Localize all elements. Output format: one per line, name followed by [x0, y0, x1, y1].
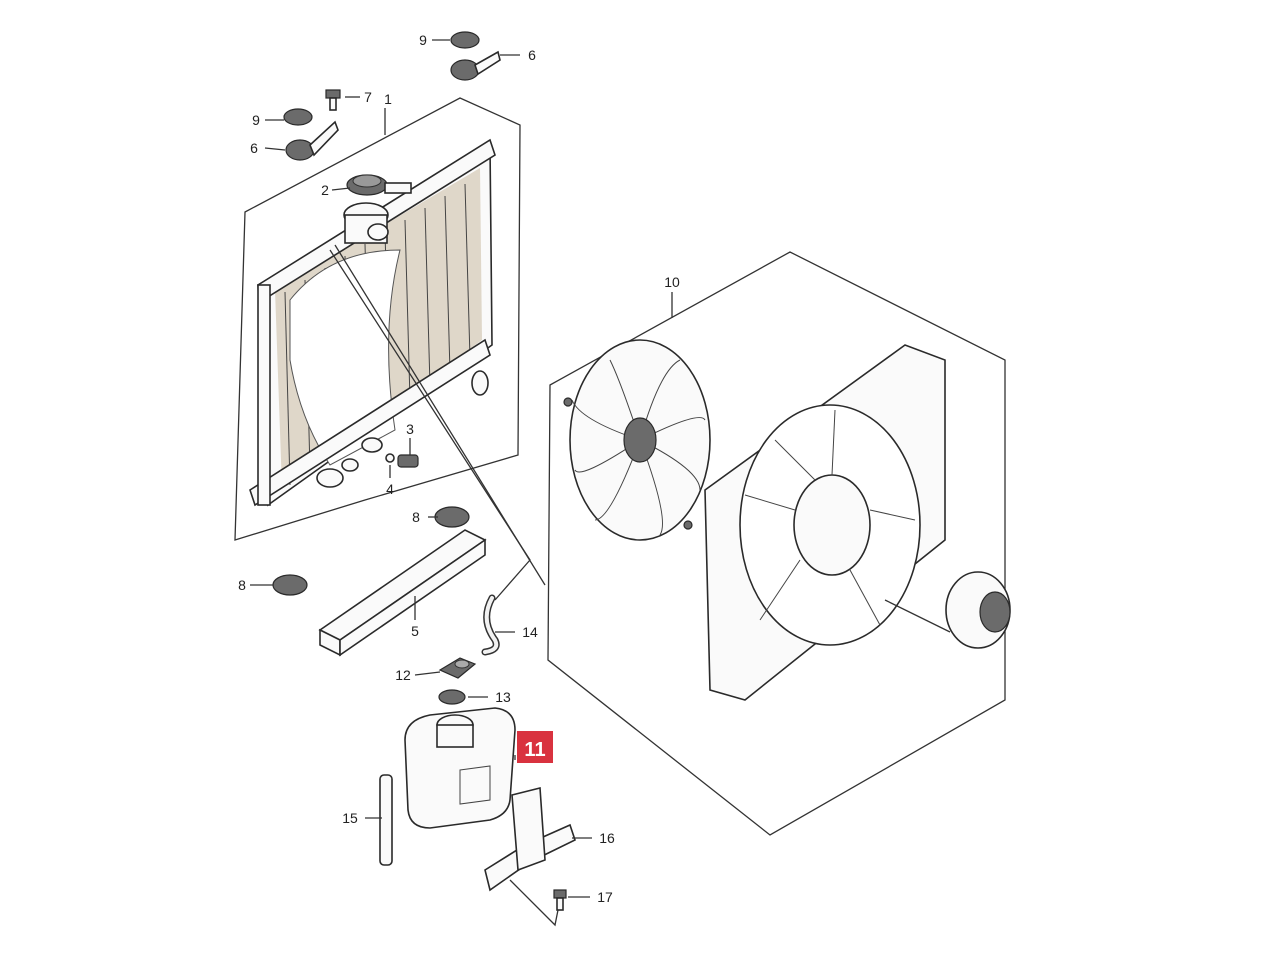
fan-motor [945, 571, 1011, 649]
callout-4: 4 [386, 481, 394, 497]
callout-17: 17 [597, 889, 613, 905]
bracket-bolt [553, 889, 567, 911]
mount-rubber-upper-left [283, 108, 339, 161]
callout-10: 10 [664, 274, 680, 290]
callout-8-upper: 8 [412, 509, 420, 525]
level-rod [379, 774, 393, 866]
drain-plug [385, 453, 419, 468]
callout-6-left: 6 [250, 140, 258, 156]
filler-neck [343, 202, 389, 244]
callout-14: 14 [522, 624, 538, 640]
callout-5: 5 [411, 623, 419, 639]
callout-11: 11 [524, 739, 545, 761]
fan-shroud [704, 344, 946, 701]
radiator-group-outline [234, 97, 521, 541]
mount-rubber-lower-right [434, 506, 470, 528]
callout-13: 13 [495, 689, 511, 705]
grommet [438, 689, 466, 705]
callout-9-left: 9 [252, 112, 260, 128]
callout-8-lower: 8 [238, 577, 246, 593]
callout-3: 3 [406, 421, 414, 437]
callout-9-right: 9 [419, 32, 427, 48]
fan-blade [569, 339, 711, 541]
reservoir-tank [404, 707, 516, 829]
callout-6-right: 6 [528, 47, 536, 63]
overflow-hose [481, 594, 500, 656]
radiator-cap [346, 174, 388, 196]
tank-bracket [484, 786, 576, 892]
callout-7: 7 [364, 89, 372, 105]
radiator [249, 138, 496, 507]
callout-1: 1 [384, 91, 392, 107]
callout-11-highlight [517, 731, 553, 763]
callout-16: 16 [599, 830, 615, 846]
seal-bar [318, 529, 487, 657]
mount-rubber-upper-right [450, 31, 501, 81]
callout-12: 12 [395, 667, 411, 683]
tank-cap [438, 657, 477, 679]
callout-15: 15 [342, 810, 358, 826]
mount-rubber-lower-left [272, 574, 308, 596]
bolt [325, 89, 341, 111]
fan-group-outline [547, 251, 1006, 836]
callout-2: 2 [321, 182, 329, 198]
